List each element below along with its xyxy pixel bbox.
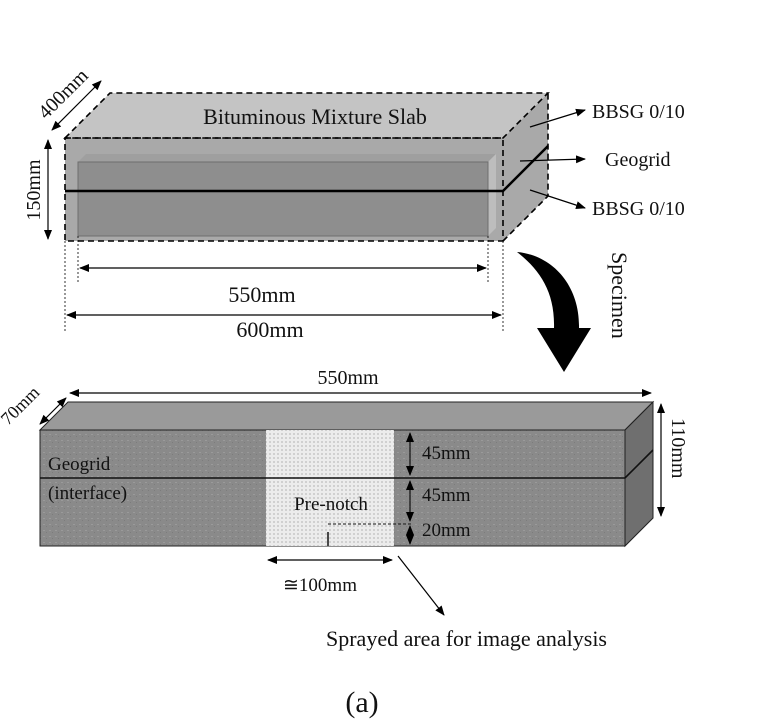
slab-inner-top — [78, 154, 496, 162]
slab-top-face — [65, 93, 548, 138]
prenotch-label: Pre-notch — [294, 494, 368, 515]
slab-extension-lines — [64, 236, 504, 332]
slab-outer-length-label: 600mm — [236, 317, 303, 342]
specimen-height-label: 110mm — [667, 418, 689, 479]
slab-depth-dimension — [51, 80, 102, 131]
dim-top-label: 45mm — [422, 443, 471, 464]
slab-inner-side — [488, 154, 496, 236]
specimen-curved-arrow — [517, 252, 591, 372]
slab-inner-block — [77, 161, 489, 237]
layer-pointer-1 — [529, 108, 586, 128]
sprayed-width-label: ≅100mm — [283, 575, 357, 596]
slab-depth-label: 400mm — [34, 64, 93, 123]
layer-label-geogrid: Geogrid — [605, 149, 671, 171]
specimen-length-label: 550mm — [317, 367, 379, 389]
slab-height-label: 150mm — [23, 159, 45, 221]
specimen-geogrid-line — [40, 449, 654, 479]
layer-label-bottom: BBSG 0/10 — [592, 198, 685, 220]
specimen-depth-dimension — [39, 397, 67, 425]
layer-label-top: BBSG 0/10 — [592, 101, 685, 123]
dim-mid-label: 45mm — [422, 485, 471, 506]
slab-inner-length-label: 550mm — [228, 282, 295, 307]
specimen-beam — [38, 400, 655, 548]
layer-pointer-3 — [529, 189, 586, 210]
dim-bottom-label: 20mm — [422, 520, 471, 541]
sprayed-area — [266, 430, 394, 546]
figure-caption: (a) — [345, 686, 378, 719]
specimen-top-face — [38, 401, 655, 431]
slab-block — [63, 92, 550, 242]
geogrid-label: Geogrid — [48, 454, 111, 475]
specimen-depth-label: 70mm — [0, 382, 43, 429]
sprayed-pointer — [397, 555, 445, 616]
sprayed-label: Sprayed area for image analysis — [326, 626, 607, 651]
interface-label: (interface) — [48, 483, 127, 504]
layer-pointer-2 — [519, 155, 586, 164]
specimen-arrow-label: Specimen — [607, 252, 632, 339]
slab-title: Bituminous Mixture Slab — [203, 104, 427, 129]
